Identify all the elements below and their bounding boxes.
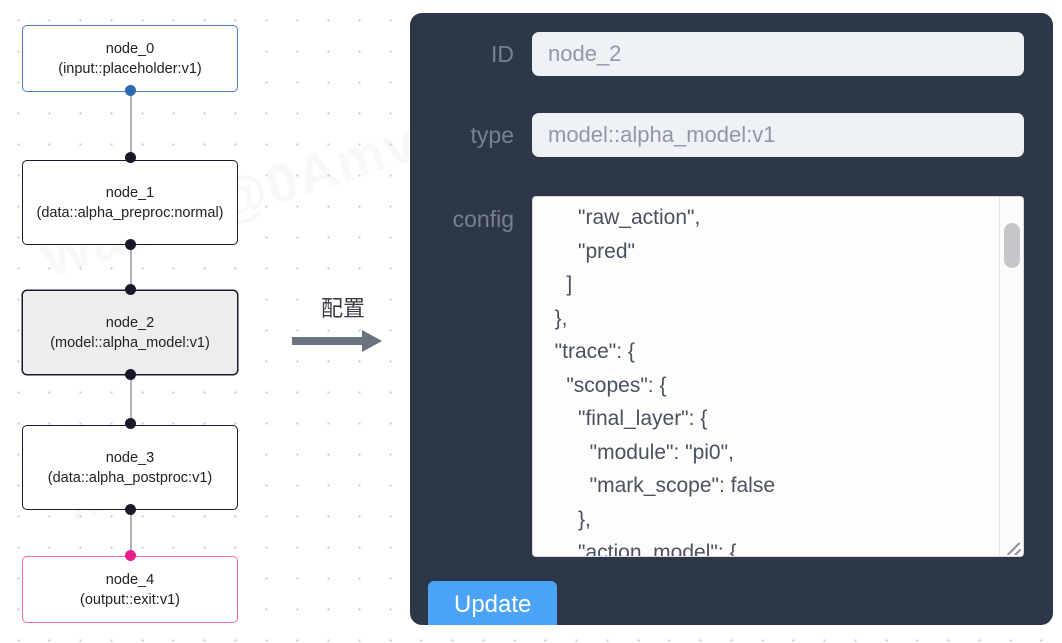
id-input[interactable]	[532, 32, 1024, 76]
config-field-label: config	[452, 206, 514, 232]
field-row-type: type	[410, 113, 1053, 157]
update-button[interactable]: Update	[428, 581, 558, 625]
config-textarea-wrapper: "raw_action", "pred" ] }, "trace": { "sc…	[532, 196, 1024, 557]
flow-node-node_2[interactable]: node_2(model::alpha_model:v1)	[22, 290, 238, 375]
node-handle-node_4-target[interactable]	[125, 550, 136, 561]
flow-node-node_0[interactable]: node_0(input::placeholder:v1)	[22, 25, 238, 92]
node-handle-node_2-source[interactable]	[125, 369, 136, 380]
field-row-id: ID	[410, 32, 1053, 76]
edge-node_1-node_2	[130, 244, 132, 292]
edge-node_2-node_3	[130, 374, 132, 420]
flow-node-node_4[interactable]: node_4(output::exit:v1)	[22, 556, 238, 623]
flow-node-label: node_4(output::exit:v1)	[80, 571, 180, 608]
flow-node-label: node_1(data::alpha_preproc:normal)	[36, 184, 224, 221]
flow-node-label: node_3(data::alpha_postproc:v1)	[47, 449, 213, 486]
transition-annotation: 配置	[288, 296, 398, 366]
flow-node-label: node_2(model::alpha_model:v1)	[50, 314, 210, 351]
flow-node-node_3[interactable]: node_3(data::alpha_postproc:v1)	[22, 425, 238, 510]
transition-label: 配置	[320, 297, 365, 322]
id-field-label: ID	[491, 40, 514, 67]
edge-node_0-node_1	[130, 88, 132, 160]
field-row-config: config "raw_action", "pred" ] }, "trace"…	[410, 196, 1053, 557]
arrow-right-icon	[288, 330, 398, 352]
node-handle-node_3-source[interactable]	[125, 504, 136, 515]
flow-node-node_1[interactable]: node_1(data::alpha_preproc:normal)	[22, 160, 238, 245]
node-handle-node_1-target[interactable]	[125, 152, 136, 163]
node-config-panel: ID type config "raw_action", "pred" ] },…	[410, 13, 1053, 625]
node-handle-node_0-source[interactable]	[125, 85, 136, 96]
config-textarea[interactable]: "raw_action", "pred" ] }, "trace": { "sc…	[532, 196, 1024, 557]
node-handle-node_1-source[interactable]	[125, 239, 136, 250]
config-scrollbar-thumb[interactable]	[1004, 223, 1020, 268]
type-input[interactable]	[532, 113, 1024, 157]
node-handle-node_3-target[interactable]	[125, 418, 136, 429]
edge-node_3-node_4	[130, 510, 132, 552]
flow-node-label: node_0(input::placeholder:v1)	[58, 40, 202, 77]
resize-handle-icon[interactable]	[1004, 537, 1022, 555]
type-field-label: type	[470, 121, 514, 148]
config-scrollbar[interactable]	[999, 197, 1023, 556]
node-handle-node_2-target[interactable]	[125, 284, 136, 295]
